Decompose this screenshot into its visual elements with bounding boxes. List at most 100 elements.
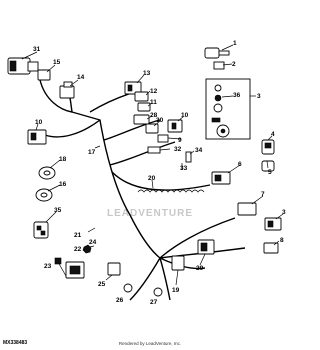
callout-34: 34	[195, 147, 203, 154]
leader-10b	[35, 123, 39, 131]
callout-3: 3	[257, 93, 261, 100]
ignition-switch-assembly-part-3[interactable]	[205, 78, 251, 140]
callout-28: 28	[150, 112, 158, 119]
leader-28	[146, 115, 153, 120]
leader-13	[136, 74, 145, 84]
harness-branch-mid	[103, 119, 176, 166]
callout-29: 29	[196, 265, 204, 272]
leader-14	[69, 79, 79, 87]
watermark: LEADVENTURE	[106, 208, 193, 219]
grommet-part-18[interactable]	[38, 166, 56, 180]
leader-9	[167, 137, 182, 140]
callout-6: 6	[238, 161, 242, 168]
callout-23: 23	[44, 263, 52, 270]
connector-part-12[interactable]	[134, 91, 149, 102]
callout-20: 20	[148, 175, 156, 182]
switch-part-4[interactable]	[261, 139, 275, 155]
grommet-part-16[interactable]	[35, 188, 53, 202]
leader-32	[159, 148, 171, 151]
callout-31: 31	[33, 46, 41, 53]
callout-11: 11	[150, 99, 157, 106]
relay-socket-part-35[interactable]	[33, 221, 49, 239]
connector-part-30[interactable]	[145, 123, 159, 134]
leader-17	[94, 145, 101, 149]
leader-21	[87, 227, 96, 233]
connector-part-8[interactable]	[263, 242, 279, 254]
connector-part-15[interactable]	[37, 69, 51, 81]
connector-part-32[interactable]	[147, 146, 161, 154]
leader-29	[199, 253, 206, 266]
leader-25	[105, 274, 113, 281]
leader-7	[251, 195, 264, 205]
connector-part-7[interactable]	[237, 202, 257, 216]
callout-12: 12	[150, 88, 158, 95]
connector-part-9[interactable]	[157, 134, 169, 143]
leader-20	[151, 179, 154, 189]
parts-diagram-canvas: LEADVENTURE 31 15 14	[3, 40, 286, 346]
spring-conduit-part-20[interactable]	[137, 189, 205, 193]
leader-35	[45, 211, 57, 223]
wiring-harness-diagram: 31 15 14 13 12 11	[7, 40, 286, 306]
connector-part-28[interactable]	[133, 114, 150, 125]
washer-part-26[interactable]	[123, 283, 133, 293]
callout-17: 17	[88, 149, 96, 156]
footer-credit: Rendered by LeadVenture, Inc.	[118, 341, 182, 346]
leader-18	[49, 159, 61, 169]
leader-30	[153, 120, 161, 127]
callout-2: 2	[232, 61, 236, 68]
connector-part-6[interactable]	[211, 171, 231, 185]
connector-part-29[interactable]	[197, 239, 215, 255]
callout-18: 18	[59, 156, 67, 163]
callout-27: 27	[150, 299, 158, 306]
callout-7: 7	[261, 191, 265, 198]
callout-10b: 10	[35, 119, 43, 126]
leader-1	[221, 44, 234, 51]
callout-9: 9	[178, 137, 182, 144]
leader-3b	[275, 213, 284, 220]
connector-part-13[interactable]	[124, 81, 142, 95]
callout-19: 19	[172, 287, 180, 294]
leader-11	[147, 102, 153, 107]
bolt-part-23[interactable]	[54, 257, 67, 277]
callout-5: 5	[268, 169, 272, 176]
callout-35: 35	[54, 207, 62, 214]
leader-4	[267, 135, 273, 141]
leader-5	[266, 160, 269, 169]
leader-34	[189, 150, 195, 155]
callout-8: 8	[280, 237, 284, 244]
callout-13: 13	[143, 70, 151, 77]
connector-part-3b[interactable]	[264, 217, 282, 231]
callout-25: 25	[98, 281, 106, 288]
leader-2	[222, 63, 233, 66]
connector-part-19[interactable]	[171, 255, 185, 271]
leader-36	[221, 95, 234, 98]
connector-part-10b[interactable]	[27, 129, 47, 145]
nut-part-24[interactable]	[82, 244, 92, 254]
connector-part-34[interactable]	[185, 151, 192, 163]
leader-8	[273, 240, 280, 246]
connector-part-25[interactable]	[107, 262, 121, 276]
callout-24: 24	[89, 239, 97, 246]
harness-branch-lower	[129, 217, 246, 301]
connector-part-10[interactable]	[167, 119, 183, 133]
ignition-key-part-1[interactable]	[204, 47, 230, 59]
callout-36: 36	[233, 92, 241, 99]
callout-32: 32	[174, 146, 182, 153]
leader-31	[21, 51, 38, 60]
leader-15	[46, 64, 56, 73]
leader-19	[175, 269, 179, 286]
washer-part-27[interactable]	[153, 287, 163, 297]
leader-6	[227, 164, 241, 174]
harness-trunk	[39, 79, 161, 259]
callout-1: 1	[233, 40, 237, 47]
diagram-reference-code: MX338483	[3, 340, 28, 346]
leader-10	[177, 116, 184, 122]
leader-12	[145, 90, 151, 96]
callout-33: 33	[180, 165, 188, 172]
connector-part-14[interactable]	[59, 81, 75, 99]
connector-part-11[interactable]	[137, 102, 151, 112]
connector-part-31[interactable]	[7, 57, 39, 75]
key-tag-part-2[interactable]	[213, 61, 225, 70]
callout-26: 26	[116, 297, 124, 304]
relay-block[interactable]	[65, 261, 85, 279]
